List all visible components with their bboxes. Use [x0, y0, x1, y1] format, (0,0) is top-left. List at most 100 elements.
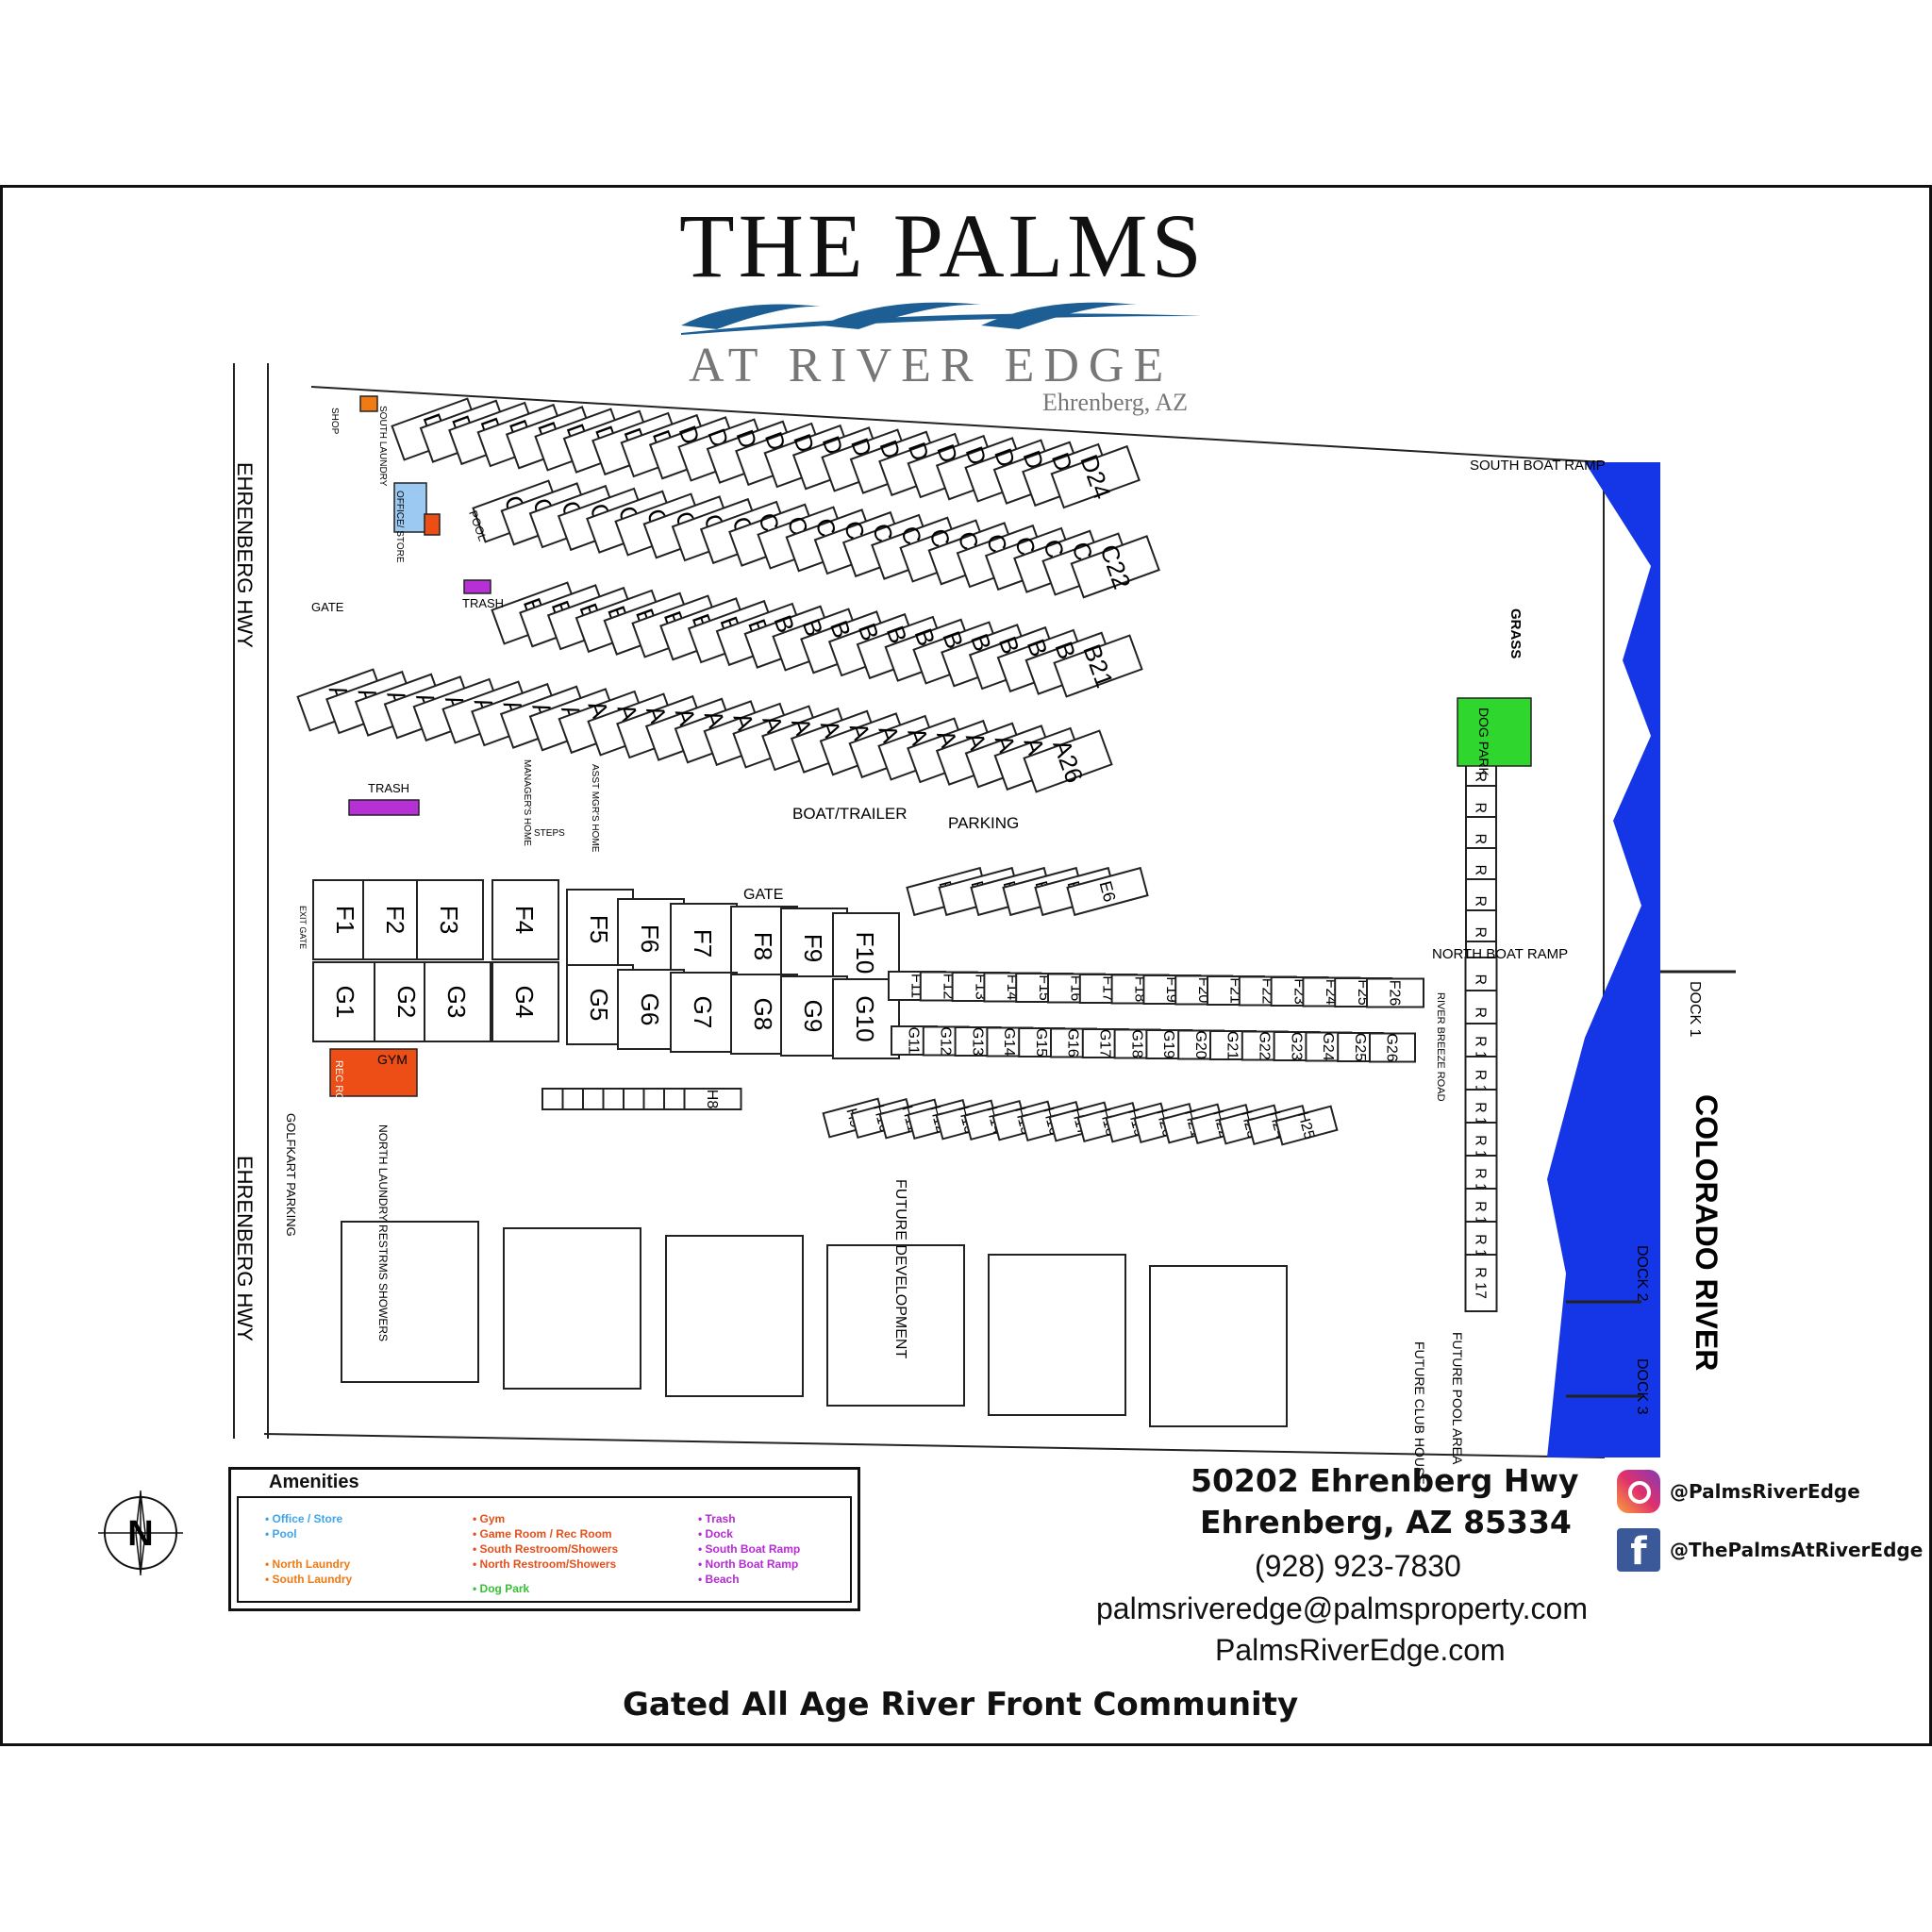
site-label: F2 [381, 906, 409, 934]
site-outline [1274, 1105, 1339, 1146]
map-label-office-store: OFFICE/ STORE [394, 491, 405, 563]
compass-icon: N [98, 1491, 183, 1575]
amenity-item: North Restroom/Showers [473, 1557, 618, 1572]
map-label-future-club-house: FUTURE CLUB HOUSE [1412, 1341, 1427, 1485]
site-outline [1070, 535, 1160, 599]
site-lot[interactable]: E6 [1066, 866, 1149, 917]
dog-park-block[interactable] [1457, 697, 1532, 767]
site-lot[interactable]: G26 [1369, 1032, 1416, 1063]
address-line-1: 50202 Ehrenberg Hwy [1191, 1462, 1579, 1499]
site-lot[interactable]: G3 [424, 961, 491, 1042]
site-lot[interactable]: R 17 [1464, 1254, 1498, 1312]
trash-block-1[interactable] [463, 579, 491, 594]
site-label: F5 [585, 915, 613, 943]
site-label: G1 [331, 986, 359, 1019]
site-outline [312, 961, 380, 1042]
future-development-parcel [988, 1254, 1126, 1416]
future-development-parcel [665, 1235, 804, 1397]
site-label: G10 [851, 995, 879, 1041]
site-label: G17 [1096, 1029, 1112, 1058]
site-label: F3 [435, 906, 463, 934]
site-label: G23 [1288, 1032, 1304, 1060]
amenity-item: Gym [473, 1511, 618, 1526]
map-label-grass: GRASS [1507, 608, 1524, 658]
site-lot[interactable]: D24 [1050, 442, 1141, 512]
amenity-item: North Boat Ramp [698, 1557, 800, 1572]
site-outline [1369, 1032, 1416, 1063]
map-label-gate: GATE [311, 600, 344, 614]
map-label-hwy-bottom: EHRENBERG HWY [233, 1156, 257, 1341]
amenity-item: South Restroom/Showers [473, 1541, 619, 1557]
future-development-parcel [341, 1221, 479, 1383]
amenity-item: Dock [698, 1526, 800, 1541]
site-label: G5 [585, 989, 613, 1022]
trash-block-2[interactable] [348, 799, 420, 816]
address-line-2: Ehrenberg, AZ 85334 [1200, 1504, 1572, 1541]
site-outline [1464, 1254, 1498, 1312]
site-label: R 17 [1473, 1267, 1489, 1299]
map-label-future-development: FUTURE DEVELOPMENT [892, 1179, 908, 1358]
map-label-managers-home: MANAGER'S HOME [522, 759, 532, 846]
site-lot[interactable]: B21 [1053, 632, 1143, 701]
amenity-item: Dog Park [473, 1581, 618, 1596]
site-lot[interactable]: F26 [1366, 977, 1424, 1008]
office-store-block[interactable] [393, 482, 427, 533]
store-block[interactable] [424, 513, 441, 536]
amenity-item: South Laundry [265, 1572, 353, 1587]
site-lot[interactable]: H25 [1274, 1105, 1339, 1146]
site-lot[interactable]: F3 [416, 879, 484, 960]
site-label: G2 [392, 986, 421, 1019]
south-laundry-block[interactable] [359, 395, 378, 412]
tagline: Gated All Age River Front Community [623, 1686, 1299, 1724]
amenities-col-3: Trash Dock South Boat Ramp North Boat Ra… [698, 1511, 801, 1587]
facebook-link[interactable]: f @ThePalmsAtRiverEdge [1617, 1528, 1923, 1574]
map-label-golfkart-parking: GOLFKART PARKING [284, 1113, 298, 1237]
site-label: F6 [636, 924, 664, 953]
gym-block[interactable] [329, 1048, 418, 1097]
site-label: H8 [704, 1090, 720, 1109]
site-lot[interactable]: H8 [683, 1088, 742, 1110]
email-address[interactable]: palmsriveredge@palmsproperty.com [1096, 1591, 1588, 1625]
site-outline [683, 1088, 742, 1110]
map-label-colorado-river: COLORADO RIVER [1690, 1094, 1724, 1371]
instagram-link[interactable]: @PalmsRiverEdge [1617, 1470, 1860, 1513]
phone-number[interactable]: (928) 923-7830 [1255, 1549, 1461, 1583]
map-label-steps: STEPS [534, 828, 565, 839]
site-label: G8 [749, 998, 777, 1031]
map-label-dock2: DOCK 2 [1634, 1245, 1650, 1302]
facebook-icon: f [1617, 1528, 1660, 1574]
logo-title: THE PALMS [679, 195, 1206, 296]
site-outline [670, 972, 738, 1053]
amenity-item: Office / Store [265, 1511, 352, 1526]
site-label: F7 [689, 929, 717, 958]
map-label-river-breeze-road: RIVER BREEZE ROAD [1435, 992, 1446, 1102]
site-label: G25 [1352, 1033, 1368, 1061]
site-label: G16 [1065, 1028, 1081, 1057]
colorado-river-water [1547, 462, 1660, 1457]
future-development-parcel [1149, 1265, 1288, 1427]
site-lot[interactable]: F4 [491, 879, 559, 960]
map-label-dock1: DOCK 1 [1687, 981, 1703, 1038]
site-lot[interactable]: G1 [312, 961, 380, 1042]
amenity-item: Trash [698, 1511, 800, 1526]
site-label: G14 [1001, 1027, 1017, 1056]
site-label: F1 [331, 906, 359, 934]
instagram-icon [1617, 1470, 1660, 1513]
site-label: G19 [1160, 1030, 1176, 1058]
site-outline [491, 879, 559, 960]
site-label: G12 [937, 1026, 953, 1055]
site-lot[interactable]: A26 [1023, 727, 1113, 796]
site-outline [1050, 444, 1141, 509]
logo-waves [681, 302, 1203, 335]
map-label-dog-park: DOG PARK [1476, 708, 1491, 777]
map-label-north-laundry: NORTH LAUNDRY RESTRMS SHOWERS [376, 1124, 390, 1341]
site-lot[interactable]: G4 [491, 961, 559, 1042]
site-lot[interactable]: G7 [670, 972, 738, 1053]
amenities-col-1: Office / Store Pool North Laundry South … [265, 1511, 353, 1587]
amenities-title: Amenities [269, 1472, 359, 1492]
website-link[interactable]: PalmsRiverEdge.com [1215, 1633, 1506, 1667]
site-label: F10 [851, 932, 879, 974]
site-label: G3 [442, 986, 471, 1019]
amenity-item: Game Room / Rec Room [473, 1526, 618, 1541]
site-lot[interactable]: C22 [1070, 532, 1160, 602]
